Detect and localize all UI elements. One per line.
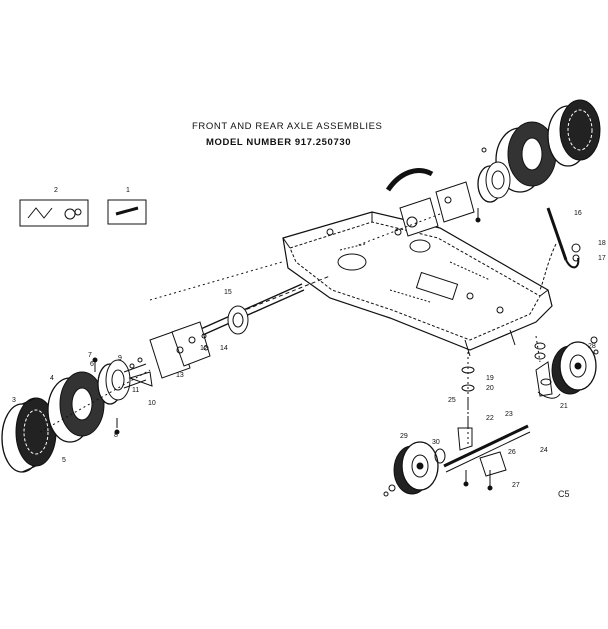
diagram-title: FRONT AND REAR AXLE ASSEMBLIES [192, 121, 383, 132]
callout-20: 20 [486, 385, 494, 392]
callout-23: 23 [505, 411, 513, 418]
wheel-icon [97, 359, 147, 405]
callout-8: 8 [114, 432, 118, 439]
callout-25: 25 [448, 397, 456, 404]
callout-4: 4 [50, 375, 54, 382]
bolt-icon [534, 342, 552, 386]
model-number: MODEL NUMBER 917.250730 [206, 137, 352, 148]
axle-bracket-icon [149, 321, 211, 379]
callout-12: 12 [200, 345, 208, 352]
hardware-bag-icon [107, 199, 147, 225]
callout-26: 26 [508, 449, 516, 456]
alignment-line [149, 261, 283, 301]
callout-28: 28 [588, 343, 596, 350]
callout-11: 11 [132, 387, 139, 394]
callout-10: 10 [148, 400, 156, 407]
callout-2: 2 [54, 187, 58, 194]
spindle-icon [443, 361, 561, 491]
wheel-icon [551, 336, 599, 395]
callout-16: 16 [574, 210, 582, 217]
bolt-icon [92, 333, 209, 435]
alignment-line [39, 369, 151, 433]
chassis-frame-icon [282, 211, 553, 357]
callout-18: 18 [598, 240, 606, 247]
callout-5: 5 [62, 457, 66, 464]
steering-rod-icon [539, 207, 581, 291]
callout-22: 22 [486, 415, 494, 422]
callout-13: 13 [176, 372, 184, 379]
callout-30: 30 [432, 439, 440, 446]
callout-17: 17 [598, 255, 606, 262]
callout-29: 29 [400, 433, 408, 440]
page-code: C5 [558, 489, 570, 499]
callout-21: 21 [560, 403, 568, 410]
callout-27: 27 [512, 482, 520, 489]
tire-icon [547, 99, 601, 167]
part-callouts: 1 2 3 4 5 6 7 8 9 10 11 12 13 14 15 16 1… [12, 187, 606, 489]
callout-24: 24 [540, 447, 548, 454]
tire-icon [1, 397, 57, 473]
callout-19: 19 [486, 375, 494, 382]
callout-6: 6 [90, 361, 94, 368]
wheel-icon [477, 161, 511, 203]
hardware-bag-icon [19, 199, 89, 227]
callout-9: 9 [118, 355, 122, 362]
callout-15: 15 [224, 289, 232, 296]
tire-icon [495, 121, 557, 193]
callout-7: 7 [88, 352, 92, 359]
alignment-line [535, 335, 541, 363]
axle-bracket-icon [385, 147, 487, 237]
callout-3: 3 [12, 397, 16, 404]
tire-icon [47, 371, 105, 443]
wheel-icon [383, 441, 446, 497]
callout-1: 1 [126, 187, 130, 194]
callout-14: 14 [220, 345, 228, 352]
